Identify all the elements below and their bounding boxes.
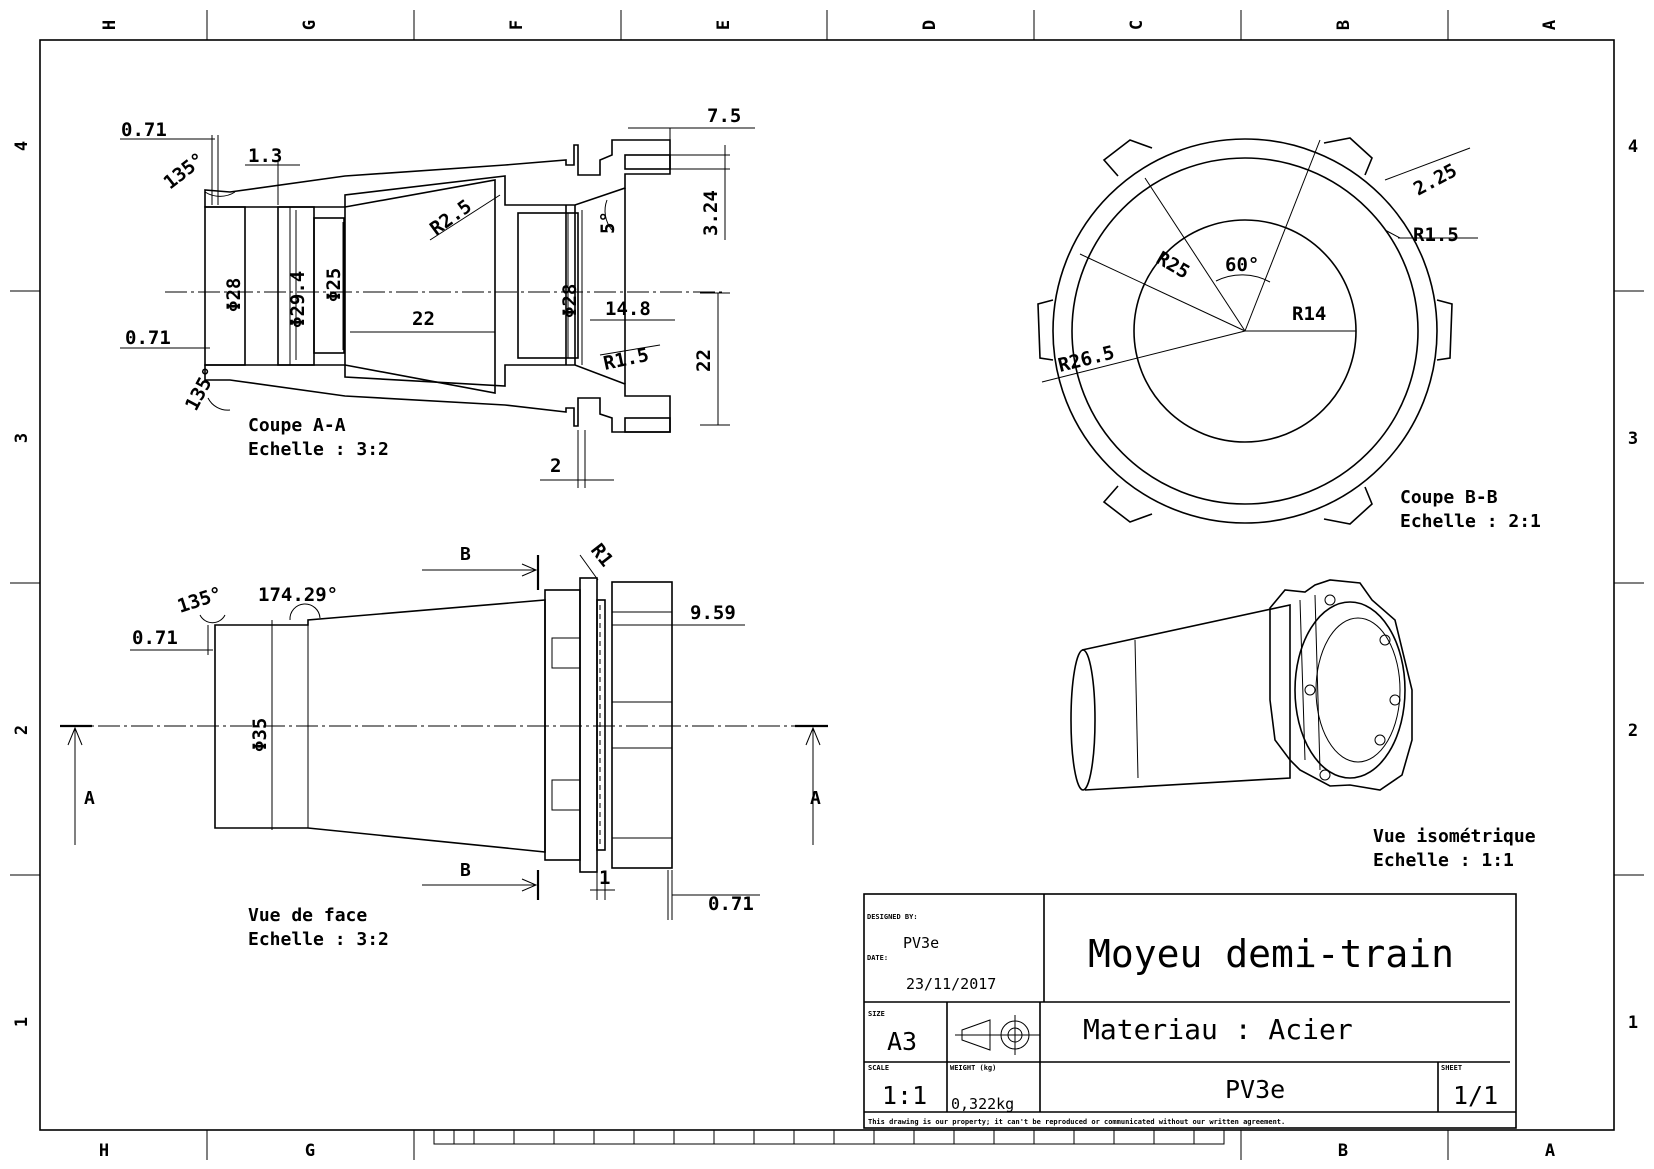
iso-title: Vue isométrique (1373, 826, 1536, 847)
zone-bottom-b: B (1338, 1141, 1348, 1161)
zone-labels-top: H G F E D C B A (100, 20, 1560, 30)
aa-dim-phi28-right: Φ28 (559, 284, 581, 318)
tb-sheet-label: SHEET (1441, 1064, 1462, 1072)
zone-col-h: H (100, 20, 120, 30)
bb-dim-r14: R14 (1292, 303, 1326, 325)
tb-weight-label: WEIGHT (kg) (950, 1064, 996, 1072)
cut-plane-aa (60, 724, 828, 845)
iso-scale: Echelle : 1:1 (1373, 850, 1514, 871)
tb-weight: 0,322kg (951, 1095, 1014, 1113)
aa-dim-2: 2 (550, 455, 561, 477)
front-dim-959: 9.59 (690, 602, 736, 624)
aa-upper-wall (204, 139, 671, 208)
front-title: Vue de face (248, 905, 367, 926)
cut-label-a-left: A (84, 788, 95, 809)
tb-date: 23/11/2017 (906, 975, 996, 993)
aa-dim-071-mid: 0.71 (125, 327, 171, 349)
cut-plane-bb (422, 555, 540, 900)
front-scale: Echelle : 3:2 (248, 929, 389, 950)
front-dim-071-bot: 0.71 (708, 893, 754, 915)
aa-scale: Echelle : 3:2 (248, 439, 389, 460)
front-dim-071-left: 0.71 (132, 627, 178, 649)
tb-title: Moyeu demi-train (1088, 932, 1454, 976)
sheet-frame (10, 10, 1644, 1160)
tb-material: Materiau : Acier (1083, 1013, 1353, 1046)
aa-dim-071-top: 0.71 (121, 119, 167, 141)
aa-dim-324: 3.24 (700, 190, 722, 236)
front-view: 135° 174.29° 0.71 R1 9.59 Φ35 1 0.71 A A… (60, 540, 828, 950)
aa-dim-r25: R2.5 (426, 195, 476, 240)
tb-drawing-number: PV3e (1225, 1075, 1285, 1104)
aa-dim-r15: R1.5 (601, 344, 650, 375)
aa-lower-wall (204, 364, 671, 433)
bb-dim-60: 60° (1225, 254, 1259, 276)
front-dim-phi35: Φ35 (249, 718, 271, 752)
zone-row-2-left: 2 (12, 725, 32, 735)
zone-row-4-right: 4 (1628, 137, 1638, 157)
aa-dim-148: 14.8 (605, 298, 651, 320)
tb-size: A3 (887, 1027, 917, 1056)
front-dim-1: 1 (599, 867, 610, 889)
section-bb-view: 2.25 R1.5 R25 60° R14 R26.5 Coupe B-B Ec… (1037, 137, 1541, 532)
bb-title: Coupe B-B (1400, 487, 1498, 508)
cut-label-b-top: B (460, 544, 471, 565)
aa-dim-22-vert: 22 (693, 349, 715, 372)
aa-title: Coupe A-A (248, 415, 346, 436)
aa-dim-13: 1.3 (248, 145, 282, 167)
zone-col-a: A (1540, 20, 1560, 30)
tb-designer: PV3e (903, 934, 939, 952)
zone-col-g: G (300, 20, 320, 30)
aa-dim-phi25: Φ25 (323, 268, 345, 302)
bb-dim-r15: R1.5 (1413, 224, 1459, 246)
zone-labels-rows: 4 3 2 1 4 3 2 1 (12, 137, 1638, 1033)
zone-row-1-right: 1 (1628, 1013, 1638, 1033)
section-aa-view: 0.71 135° 1.3 R2.5 7.5 3.24 5° Φ28 Φ29.4… (120, 105, 755, 488)
bb-dim-225: 2.25 (1410, 160, 1461, 201)
tb-scale-label: SCALE (868, 1064, 889, 1072)
tb-notice: This drawing is our property; it can't b… (868, 1118, 1285, 1126)
aa-dim-5deg: 5° (597, 211, 619, 234)
zone-bottom-h: H (99, 1141, 109, 1161)
aa-dim-75: 7.5 (707, 105, 741, 127)
tb-designed-by-label: DESIGNED BY: (867, 913, 918, 921)
zone-bottom-a: A (1545, 1141, 1555, 1161)
zone-col-b: B (1334, 20, 1354, 30)
zone-labels-bottom: H G B A (99, 1141, 1555, 1161)
isometric-view: Vue isométrique Echelle : 1:1 (1070, 579, 1536, 871)
zone-row-2-right: 2 (1628, 721, 1638, 741)
bb-dim-r25: R25 (1153, 247, 1194, 283)
zone-row-4-left: 4 (12, 141, 32, 151)
bb-scale: Echelle : 2:1 (1400, 511, 1541, 532)
cut-label-b-bottom: B (460, 860, 471, 881)
zone-row-1-left: 1 (12, 1017, 32, 1027)
aa-dim-phi294: Φ29.4 (287, 271, 309, 328)
zone-row-3-right: 3 (1628, 429, 1638, 449)
tb-size-label: SIZE (868, 1010, 885, 1018)
zone-col-f: F (507, 20, 527, 30)
bb-dim-r265: R26.5 (1056, 342, 1117, 377)
aa-dim-22-horiz: 22 (412, 308, 435, 330)
zone-bottom-g: G (305, 1141, 315, 1161)
aa-dim-135-top: 135° (160, 148, 210, 194)
front-dim-17429: 174.29° (258, 584, 338, 606)
tb-scale: 1:1 (882, 1081, 927, 1110)
tb-date-label: DATE: (867, 954, 888, 962)
front-dim-135: 135° (175, 583, 225, 618)
projection-symbol-icon (955, 1015, 1040, 1055)
zone-col-e: E (714, 20, 734, 30)
zone-col-d: D (920, 20, 940, 30)
title-block: DESIGNED BY: PV3e DATE: 23/11/2017 Moyeu… (863, 893, 1517, 1129)
zone-row-3-left: 3 (12, 433, 32, 443)
zone-col-c: C (1127, 20, 1147, 30)
front-dim-r1: R1 (586, 540, 617, 572)
cut-label-a-right: A (810, 788, 821, 809)
aa-dim-phi28-left: Φ28 (223, 278, 245, 312)
tb-sheet: 1/1 (1453, 1081, 1498, 1110)
